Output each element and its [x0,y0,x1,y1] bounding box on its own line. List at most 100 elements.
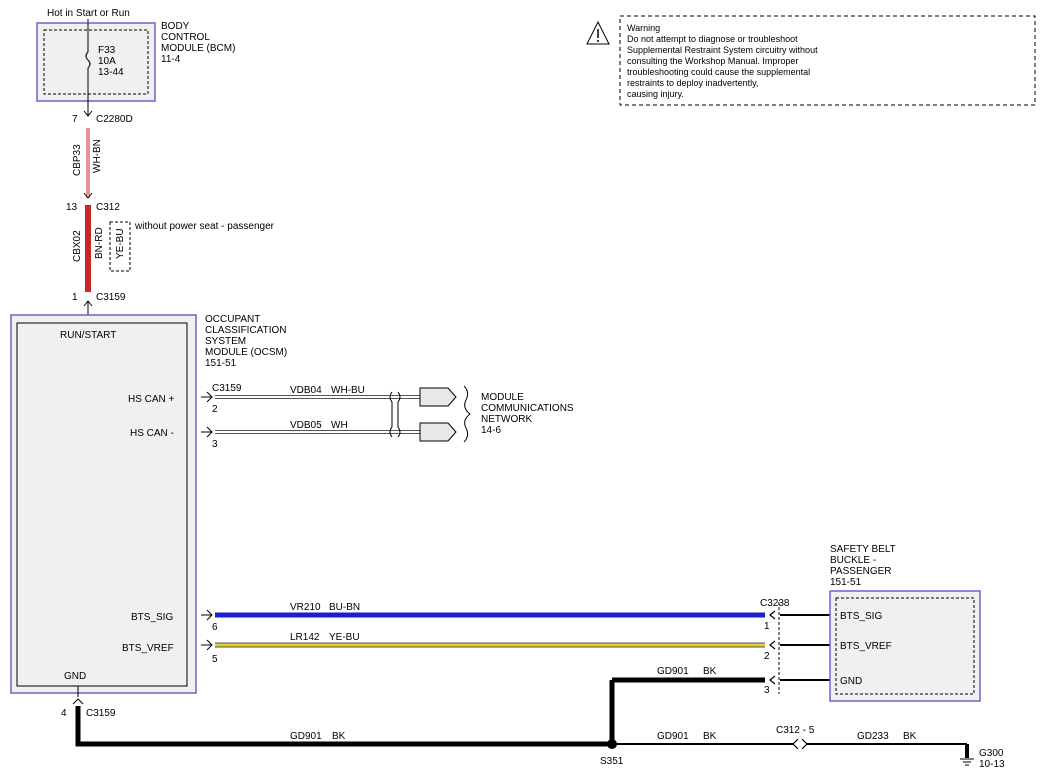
wire-color-wh-bn: WH-BN [92,139,103,173]
circuit-vdb04: VDB04 [290,385,322,396]
buckle-name-line3: PASSENGER [830,566,892,577]
warning-line2: Do not attempt to diagnose or troublesho… [627,34,798,44]
bts-vref-pin: 5 [212,654,218,665]
buckle-name-line4: 151-51 [830,577,862,588]
hot-label: Hot in Start or Run [47,8,130,19]
c3159-pin1-label: C3159 [96,292,126,303]
circuit-vr210: VR210 [290,602,321,613]
circuit-gd901-main: GD901 [290,731,322,742]
bts-sig-pin: 6 [212,622,218,633]
c3159-pin1: 1 [72,292,78,303]
g300-ref: 10-13 [979,759,1005,770]
c312-5-terminal-right [801,738,808,750]
c312-5-terminal-left [792,738,799,750]
buckle-pin-bts-vref: BTS_VREF [840,641,892,652]
bcm-name-line2: CONTROL [161,32,210,43]
bcm-name-line1: BODY [161,21,190,32]
wire-color-bk-end: BK [903,731,917,742]
circuit-gd233: GD233 [857,731,889,742]
wire-color-bk-mid: BK [703,731,717,742]
ocsm-pin-bts-vref: BTS_VREF [122,643,174,654]
ocsm-module [10,314,197,694]
wire-color-ye-bu-alt: YE-BU [115,228,126,259]
option-box [109,221,131,272]
c3159-pin4: 4 [61,708,67,719]
can-minus-pin: 3 [212,439,218,450]
wire-color-bk-main: BK [332,731,346,742]
c3238-pin3: 3 [764,685,770,696]
bcm-name-line4: 11-4 [161,54,181,65]
buckle-pin-gnd: GND [840,676,862,687]
can-plus-pin: 2 [212,404,218,415]
fuse-ref: 13-44 [98,67,124,78]
bcm-name-line3: MODULE (BCM) [161,43,235,54]
c312-5-label: C312 - 5 [776,725,815,736]
fuse-rating: 10A [98,56,116,67]
g300-label: G300 [979,748,1004,759]
buckle-pin-bts-sig: BTS_SIG [840,611,882,622]
can-minus-network-arrow [419,422,457,442]
network-name-line1: MODULE [481,392,524,403]
circuit-gd901-buckle: GD901 [657,666,689,677]
wire-color-bn-rd: BN-RD [94,227,105,259]
c312-label: C312 [96,202,120,213]
ocsm-pin-hs-can-plus: HS CAN + [128,394,175,405]
c3238-pin1-terminal [769,610,776,620]
ground-icon [960,758,974,766]
c3238-pin2: 2 [764,651,770,662]
ocsm-inner-boundary [16,322,188,687]
wire-color-bk-buckle: BK [703,666,717,677]
wire-gd901-main [75,706,612,747]
buckle-module [829,590,981,702]
warning-line5: troubleshooting could cause the suppleme… [627,67,810,77]
network-name-line3: NETWORK [481,414,532,425]
c3159-pin4-terminal [72,698,84,705]
wire-color-bu-bn: BU-BN [329,602,360,613]
ocsm-name-line1: OCCUPANT [205,314,260,325]
wire-color-wh-bu: WH-BU [331,385,365,396]
option-note: without power seat - passenger [134,221,275,232]
warning-line3: Supplemental Restraint System circuitry … [627,45,818,55]
c312-terminal [83,192,93,199]
circuit-cbx02: CBX02 [72,230,83,262]
ocsm-name-line5: 151-51 [205,358,237,369]
buckle-name-line1: SAFETY BELT [830,544,896,555]
buckle-inner-boundary [835,597,975,695]
circuit-lr142: LR142 [290,632,320,643]
wire-color-ye-bu: YE-BU [329,632,360,643]
c3238-pin1: 1 [764,621,770,632]
buckle-name-line2: BUCKLE - [830,555,876,566]
circuit-gd901-mid: GD901 [657,731,689,742]
bcm-inner-boundary [43,29,149,95]
network-brace [463,385,471,443]
wire-color-wh: WH [331,420,348,431]
can-minus-terminal [206,426,213,438]
ocsm-name-line4: MODULE (OCSM) [205,347,287,358]
can-plus-network-arrow [419,387,457,407]
network-name-line2: COMMUNICATIONS [481,403,574,414]
c2280d-pin: 7 [72,114,78,125]
ocsm-name-line3: SYSTEM [205,336,246,347]
fuse-name: F33 [98,45,116,56]
c2280d-label: C2280D [96,114,133,125]
bcm-module [36,22,156,102]
bts-vref-terminal [206,639,213,651]
can-plus-terminal [206,391,213,403]
c3238-pin2-terminal [769,640,776,650]
c3159-pin4-label: C3159 [86,708,116,719]
twisted-pair-symbol [389,391,401,438]
circuit-vdb05: VDB05 [290,420,322,431]
warning-line6: restraints to deploy inadvertently, [627,78,758,88]
c3238-label: C3238 [760,598,790,609]
ocsm-name-line2: CLASSIFICATION [205,325,287,336]
bts-sig-terminal [206,609,213,621]
circuit-cbp33: CBP33 [72,144,83,176]
s351-label: S351 [600,756,624,767]
warning-line1: Warning [627,23,660,33]
c3238-pin3-terminal [769,675,776,685]
ocsm-pin-gnd: GND [64,671,86,682]
warning-line4: consulting the Workshop Manual. Improper [627,56,798,66]
warning-line7: causing injury. [627,89,684,99]
can-connector-label: C3159 [212,383,242,394]
